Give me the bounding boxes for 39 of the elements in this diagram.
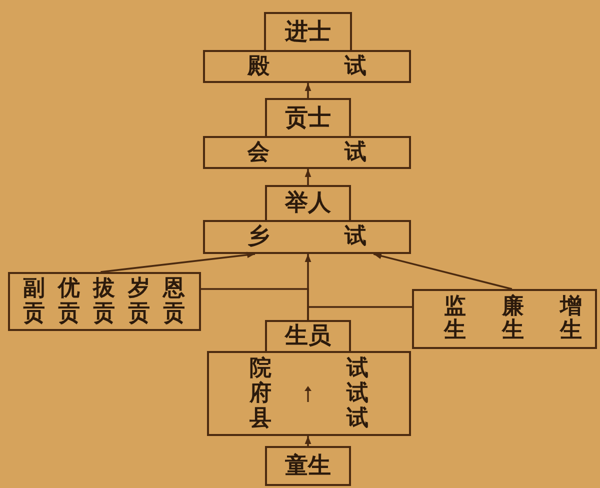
arrow [100,252,256,273]
rank-box [265,446,351,486]
exam-box [203,136,411,169]
group-box [412,289,597,349]
rank-box [265,185,351,222]
rank-label: 举人 [285,192,331,215]
exam-label: 试 [346,356,368,381]
rank-label: 优贡 [58,277,80,326]
rank-box [264,12,352,52]
exam-label: 院 [250,356,272,381]
rank-label: 恩贡 [163,277,185,326]
rank-label: 童生 [285,454,331,478]
group-box [8,272,201,331]
rank-label: 拔贡 [93,277,115,326]
exam-box [203,50,411,83]
rank-box [265,98,351,138]
rank-label: 副贡 [23,277,45,326]
connector-line [307,306,412,320]
exam-box [207,351,411,436]
arrow [304,83,312,98]
rank-label: 增生 [560,294,582,344]
arrow [304,436,312,446]
rank-box [265,320,351,353]
rank-label: 岁贡 [128,277,150,326]
exam-label: 殿 试 [248,56,366,78]
exam-label: 府 [250,381,272,406]
rank-label: 监生 [444,294,466,344]
rank-label: 贡士 [285,106,331,130]
exam-label: 乡 试 [248,226,366,248]
rank-label: 廉生 [502,294,524,344]
arrow [304,169,312,185]
rank-label: 生员 [285,325,331,348]
exam-label: 会 试 [248,142,366,164]
rank-label: 进士 [285,20,331,44]
arrow [373,252,512,290]
exam-label: 县 [250,406,272,431]
exam-box [203,220,411,254]
exam-label: 试 [346,381,368,406]
exam-label: 试 [346,406,368,431]
